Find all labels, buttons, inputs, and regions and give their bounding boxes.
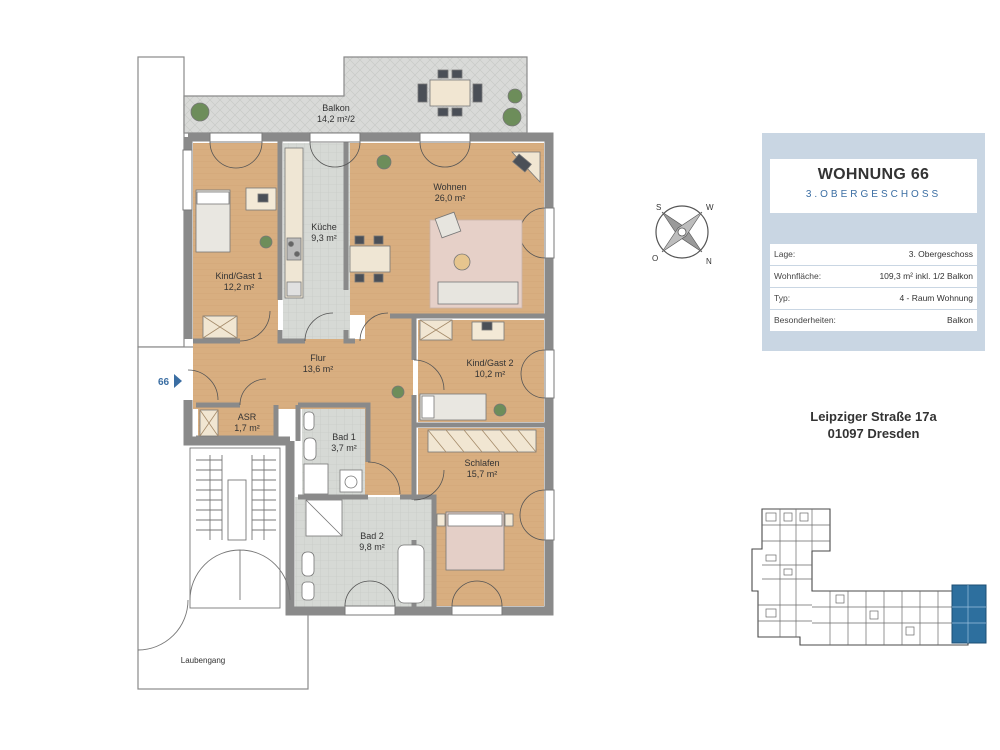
compass-icon: S W O N (652, 203, 714, 266)
label-asr-area: 1,7 m² (234, 423, 260, 433)
furniture (190, 69, 541, 604)
windows (182, 132, 555, 616)
label-bad1-area: 3,7 m² (331, 443, 357, 453)
unit-title-box: WOHNUNG 66 3.OBERGESCHOSS (770, 159, 977, 213)
label-kind1-area: 12,2 m² (224, 282, 255, 292)
detail-label: Besonderheiten: (774, 315, 836, 325)
label-schlafen-area: 15,7 m² (467, 469, 498, 479)
detail-value: 4 - Raum Wohnung (899, 293, 973, 303)
detail-row-lage: Lage: 3. Obergeschoss (770, 243, 977, 265)
label-kueche-name: Küche (311, 222, 337, 232)
label-bad2-name: Bad 2 (360, 531, 384, 541)
address-street: Leipziger Straße 17a (810, 409, 937, 424)
site-highlight-unit (951, 584, 987, 644)
detail-label: Wohnfläche: (774, 271, 822, 281)
detail-label: Typ: (774, 293, 791, 303)
label-wohnen-name: Wohnen (433, 182, 466, 192)
detail-value: 109,3 m² inkl. 1/2 Balkon (879, 271, 973, 281)
floor-plan: 66 Balkon 14,2 m²/2 Kind/Gast 1 12,2 m² … (137, 56, 714, 690)
label-kind2-area: 10,2 m² (475, 369, 506, 379)
compass-n: N (706, 257, 712, 266)
label-balkon-area: 14,2 m²/2 (317, 114, 355, 124)
entrance-label: 66 (158, 377, 170, 388)
detail-value: Balkon (947, 315, 973, 325)
detail-value: 3. Obergeschoss (908, 249, 973, 259)
floor-flur-2 (365, 315, 413, 495)
address-city: 01097 Dresden (827, 426, 920, 441)
label-kind2-name: Kind/Gast 2 (466, 358, 513, 368)
door-swings (187, 141, 546, 607)
compass-s: S (656, 203, 661, 212)
label-bad1-name: Bad 1 (332, 432, 356, 442)
detail-row-typ: Typ: 4 - Raum Wohnung (770, 287, 977, 309)
compass-o: O (652, 254, 658, 263)
entrance-arrow-icon (174, 374, 182, 388)
staircase (137, 447, 291, 651)
label-kind1-name: Kind/Gast 1 (215, 271, 262, 281)
label-balkon-name: Balkon (322, 103, 350, 113)
label-schlafen-name: Schlafen (464, 458, 499, 468)
room-labels: Balkon 14,2 m²/2 Kind/Gast 1 12,2 m² Küc… (181, 103, 514, 665)
address-block: Leipziger Straße 17a 01097 Dresden (762, 408, 985, 442)
unit-details-table: Lage: 3. Obergeschoss Wohnfläche: 109,3 … (770, 243, 977, 331)
label-wohnen-area: 26,0 m² (435, 193, 466, 203)
detail-row-besonderheiten: Besonderheiten: Balkon (770, 309, 977, 331)
detail-row-wohnflaeche: Wohnfläche: 109,3 m² inkl. 1/2 Balkon (770, 265, 977, 287)
compass-w: W (706, 203, 714, 212)
unit-title: WOHNUNG 66 (817, 166, 930, 183)
label-bad2-area: 9,8 m² (359, 542, 385, 552)
label-flur-name: Flur (310, 353, 326, 363)
unit-floor: 3.OBERGESCHOSS (805, 189, 942, 200)
neighbour-wall (137, 56, 185, 348)
label-laubengang: Laubengang (181, 656, 226, 665)
site-plan-thumbnail (751, 508, 987, 646)
unit-info-card: WOHNUNG 66 3.OBERGESCHOSS Lage: 3. Oberg… (762, 133, 985, 351)
label-asr-name: ASR (238, 412, 257, 422)
detail-label: Lage: (774, 249, 796, 259)
label-flur-area: 13,6 m² (303, 364, 334, 374)
label-kueche-area: 9,3 m² (311, 233, 337, 243)
